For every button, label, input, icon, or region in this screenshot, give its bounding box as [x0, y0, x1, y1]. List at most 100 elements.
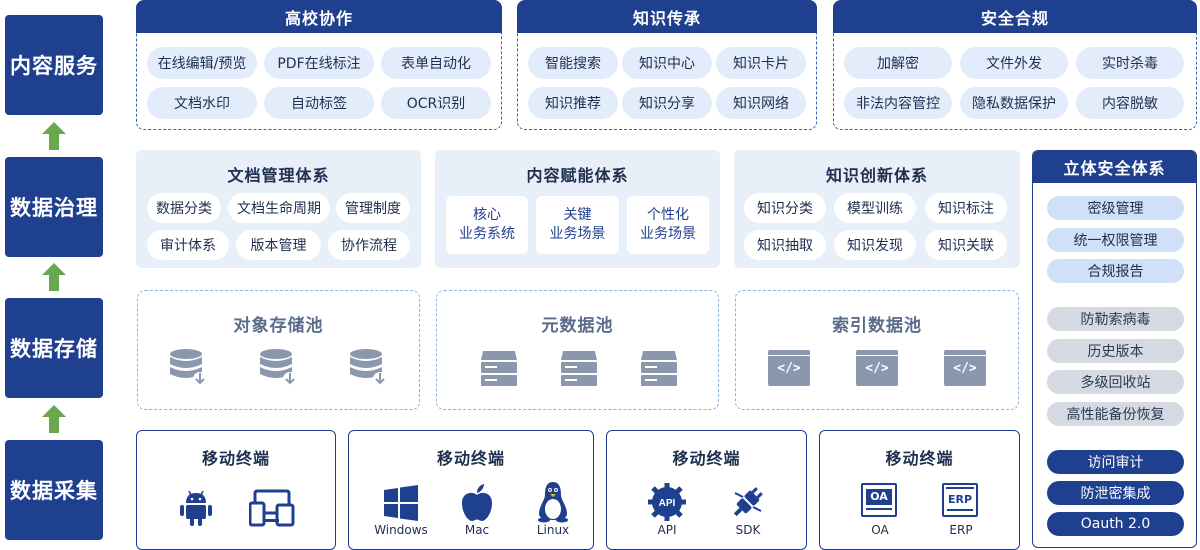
- layer-label-content-service: 内容服务: [5, 15, 103, 115]
- security-pill: 防勒索病毒: [1047, 307, 1184, 331]
- scenario-box: 关键 业务场景: [536, 196, 619, 254]
- panel-document-management: 文档管理体系 数据分类 文档生命周期 管理制度 审计体系 版本管理 协作流程: [136, 150, 421, 268]
- security-pill: 多级回收站: [1047, 370, 1184, 394]
- terminal-desktop: 移动终端 Windows Mac Linux: [348, 430, 594, 550]
- api-icon: API: [648, 483, 686, 521]
- database-icon: [170, 349, 207, 386]
- index-data-pool: 索引数据池 </> </> </>: [735, 290, 1019, 410]
- layer-label-data-storage: 数据存储: [5, 298, 103, 398]
- box-line: 关键: [563, 207, 592, 223]
- scenario-box: 核心 业务系统: [446, 196, 528, 254]
- panel-title: 知识创新体系: [825, 166, 928, 185]
- box-line: 业务场景: [640, 226, 696, 242]
- box-line: 业务系统: [459, 226, 515, 242]
- linux-icon: [538, 482, 568, 523]
- feature-pill: 文档生命周期: [228, 193, 330, 223]
- feature-pill: 知识分享: [622, 87, 712, 119]
- security-pill: Oauth 2.0: [1047, 512, 1184, 536]
- security-pill: 历史版本: [1047, 339, 1184, 363]
- panel-3d-security: 立体安全体系 密级管理 统一权限管理 合规报告 防勒索病毒 历史版本 多级回收站…: [1032, 150, 1197, 548]
- pool-title: 对象存储池: [233, 316, 324, 336]
- panel-title: 内容赋能体系: [526, 166, 629, 185]
- security-pill: 密级管理: [1047, 196, 1184, 220]
- platform-label: Windows: [374, 523, 428, 537]
- panel-collaboration: 高校协作 在线编辑/预览 PDF在线标注 表单自动化 文档水印 自动标签 OCR…: [136, 0, 502, 130]
- up-arrow-icon: [42, 122, 66, 150]
- feature-pill: 协作流程: [328, 230, 410, 260]
- android-icon: [180, 490, 212, 526]
- feature-pill: 文件外发: [960, 47, 1068, 79]
- erp-icon-text: ERP: [947, 493, 973, 506]
- erp-icon: ERP: [942, 483, 978, 517]
- feature-pill: 审计体系: [147, 230, 229, 260]
- windows-icon: [384, 485, 418, 521]
- feature-pill: 表单自动化: [381, 47, 491, 79]
- code-window-icon: </>: [768, 350, 810, 386]
- feature-pill: 知识网络: [716, 87, 806, 119]
- panel-title: 安全合规: [833, 0, 1197, 33]
- security-pill: 防泄密集成: [1047, 481, 1184, 505]
- oa-icon: OA: [861, 483, 897, 517]
- layer-label-data-governance: 数据治理: [5, 157, 103, 257]
- oa-icon-text: OA: [866, 489, 892, 505]
- security-pill: 合规报告: [1047, 259, 1184, 283]
- feature-pill: PDF在线标注: [264, 47, 374, 79]
- security-pill: 访问审计: [1047, 450, 1184, 474]
- code-glyph: </>: [953, 361, 977, 376]
- panel-title: 文档管理体系: [227, 166, 330, 185]
- api-icon-text: API: [659, 498, 676, 509]
- interface-label: SDK: [735, 523, 761, 537]
- feature-pill: 自动标签: [264, 87, 374, 119]
- metadata-pool: 元数据池: [436, 290, 719, 410]
- layer-label-data-collection: 数据采集: [5, 440, 103, 540]
- box-line: 个性化: [647, 207, 689, 223]
- terminal-title: 移动终端: [436, 449, 505, 468]
- pool-title: 元数据池: [541, 316, 614, 336]
- terminal-mobile: 移动终端: [136, 430, 336, 550]
- terminal-business-systems: 移动终端 OA ERP OA ERP: [819, 430, 1020, 550]
- code-glyph: </>: [865, 361, 889, 376]
- feature-pill: 知识发现: [834, 230, 916, 260]
- apple-icon: [462, 484, 492, 521]
- interface-label: API: [657, 523, 677, 537]
- terminal-title: 移动终端: [885, 449, 954, 468]
- up-arrow-icon: [42, 263, 66, 291]
- system-label: OA: [871, 523, 889, 537]
- feature-pill: 知识关联: [925, 230, 1007, 260]
- pool-title: 索引数据池: [832, 316, 922, 336]
- feature-pill: 内容脱敏: [1076, 87, 1184, 119]
- plug-icon: [733, 487, 763, 517]
- devices-icon: [249, 489, 295, 527]
- server-icon: [641, 351, 677, 386]
- code-window-icon: </>: [944, 350, 986, 386]
- feature-pill: 在线编辑/预览: [147, 47, 257, 79]
- panel-content-enablement: 内容赋能体系 核心 业务系统 关键 业务场景 个性化 业务场景: [435, 150, 720, 268]
- feature-pill: 知识抽取: [744, 230, 826, 260]
- scenario-box: 个性化 业务场景: [627, 196, 709, 254]
- feature-pill: 知识标注: [925, 193, 1007, 223]
- server-icon: [561, 351, 597, 386]
- feature-pill: 数据分类: [147, 193, 221, 223]
- terminal-title: 移动终端: [201, 449, 270, 468]
- object-storage-pool: 对象存储池: [137, 290, 420, 410]
- panel-title: 知识传承: [517, 0, 817, 33]
- panel-title: 立体安全体系: [1033, 151, 1196, 183]
- feature-pill: 实时杀毒: [1076, 47, 1184, 79]
- database-icon: [260, 349, 297, 386]
- box-line: 核心: [473, 207, 501, 223]
- platform-label: Linux: [536, 523, 570, 537]
- feature-pill: 加解密: [844, 47, 952, 79]
- feature-pill: 智能搜索: [528, 47, 618, 79]
- system-label: ERP: [949, 523, 973, 537]
- feature-pill: 模型训练: [834, 193, 916, 223]
- code-window-icon: </>: [856, 350, 898, 386]
- panel-title: 高校协作: [136, 0, 502, 33]
- server-icon: [481, 351, 517, 386]
- feature-pill: 文档水印: [147, 87, 257, 119]
- feature-pill: 版本管理: [236, 230, 321, 260]
- up-arrow-icon: [42, 405, 66, 433]
- panel-security-compliance: 安全合规 加解密 文件外发 实时杀毒 非法内容管控 隐私数据保护 内容脱敏: [833, 0, 1197, 130]
- feature-pill: OCR识别: [381, 87, 491, 119]
- feature-pill: 知识卡片: [716, 47, 806, 79]
- box-line: 业务场景: [549, 226, 606, 242]
